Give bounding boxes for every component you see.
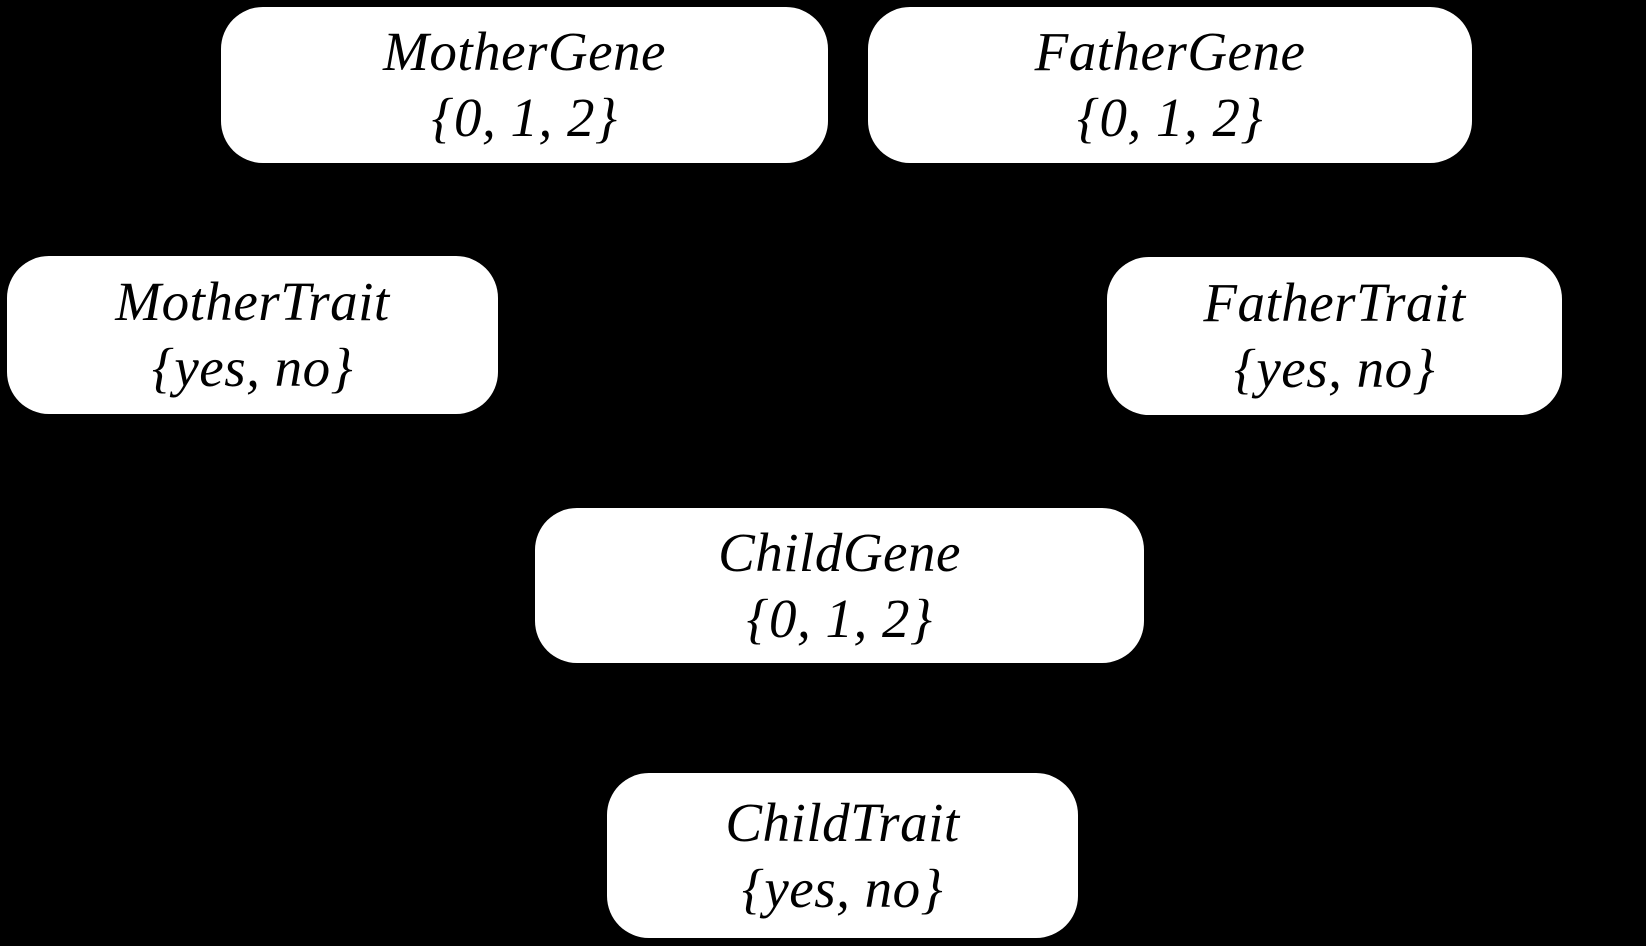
node-mother-gene-label: MotherGene [383, 21, 666, 82]
node-child-trait[interactable]: ChildTrait {yes, no} [607, 773, 1078, 938]
node-mother-trait[interactable]: MotherTrait {yes, no} [7, 256, 498, 414]
node-father-gene[interactable]: FatherGene {0, 1, 2} [868, 7, 1472, 163]
node-child-trait-label: ChildTrait [725, 791, 960, 853]
node-mother-gene[interactable]: MotherGene {0, 1, 2} [221, 7, 828, 163]
node-father-trait-label: FatherTrait [1203, 272, 1466, 333]
node-father-gene-label: FatherGene [1034, 21, 1306, 82]
node-child-trait-domain: {yes, no} [741, 857, 944, 919]
node-child-gene-domain: {0, 1, 2} [746, 587, 933, 649]
node-father-trait-domain: {yes, no} [1233, 338, 1436, 399]
node-mother-trait-domain: {yes, no} [151, 337, 354, 398]
node-mother-trait-label: MotherTrait [115, 271, 390, 332]
node-father-trait[interactable]: FatherTrait {yes, no} [1107, 257, 1562, 415]
node-mother-gene-domain: {0, 1, 2} [431, 87, 618, 148]
node-child-gene[interactable]: ChildGene {0, 1, 2} [535, 508, 1144, 663]
node-child-gene-label: ChildGene [718, 521, 961, 583]
node-father-gene-domain: {0, 1, 2} [1077, 87, 1263, 148]
